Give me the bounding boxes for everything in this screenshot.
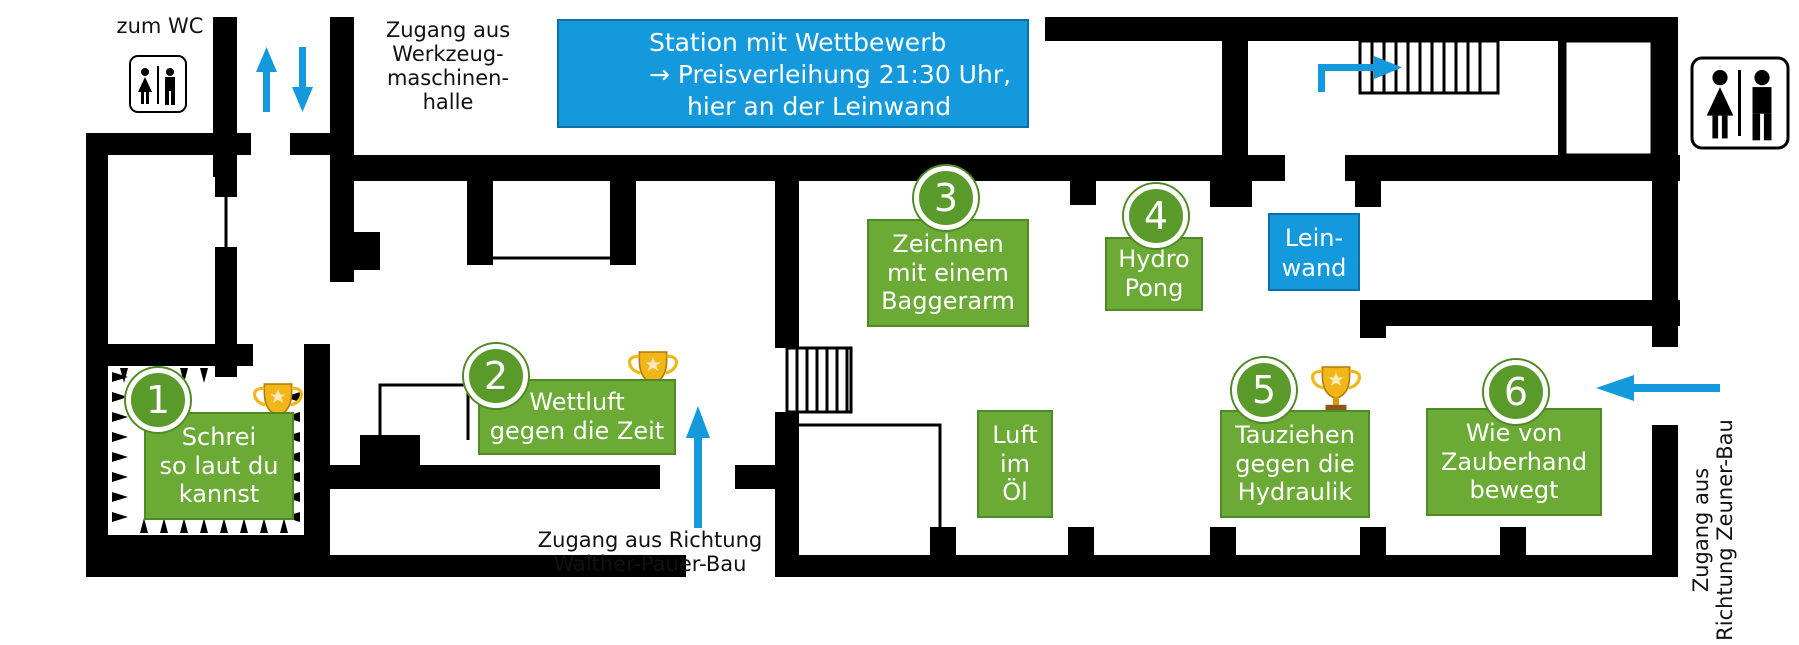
legend-line: Station mit Wettbewerb: [649, 28, 947, 57]
station-3: Zeichnen mit einem Baggerarm: [867, 219, 1029, 327]
direction-arrows: [256, 47, 1720, 528]
stairs-top-right: [1358, 39, 1654, 157]
station-4: Hydro Pong: [1105, 237, 1203, 311]
entrance-label-top: Zugang aus Werkzeug- maschinen- halle: [385, 18, 511, 115]
station-number-3: 3: [914, 166, 978, 230]
wc-label-left: zum WC: [116, 14, 204, 38]
station-luft-im-oel: Luft im Öl: [977, 410, 1053, 518]
station-number-6: 6: [1484, 360, 1548, 424]
arrow-up-wc: [256, 47, 277, 112]
arrow-left-right-entrance: [1596, 375, 1720, 401]
arrow-down-wc: [292, 47, 313, 112]
station-5: Tauziehen gegen die Hydraulik: [1220, 410, 1370, 518]
screen-label-leinwand: Lein- wand: [1268, 213, 1360, 291]
floor-plan: [86, 17, 1790, 577]
wc-icon-right: [1690, 56, 1790, 150]
legend-line: hier an der Leinwand: [687, 92, 952, 121]
station-number-5: 5: [1232, 358, 1296, 422]
station-number-2: 2: [464, 344, 528, 408]
entrance-label-bottom: Zugang aus Richtung Walther-Pauer-Bau: [537, 528, 763, 577]
stairs-middle: [785, 346, 853, 414]
station-number-1: 1: [126, 368, 190, 432]
arrow-up-bottom-entrance: [686, 406, 710, 528]
walls: [86, 17, 1680, 577]
station-6: Wie von Zauberhand bewegt: [1426, 408, 1602, 516]
station-number-4: 4: [1124, 184, 1188, 248]
competition-legend: Station mit Wettbewerb → Preisverleihung…: [557, 19, 1029, 128]
entrance-label-right-text: Zugang aus Richtung Zeuner-Bau: [1689, 419, 1738, 641]
legend-line: → Preisverleihung 21:30 Uhr,: [649, 60, 1012, 89]
wc-icon-left: [129, 55, 187, 113]
trophy-icon: [1311, 365, 1361, 413]
arrow-turn-stairs: [1318, 56, 1402, 92]
